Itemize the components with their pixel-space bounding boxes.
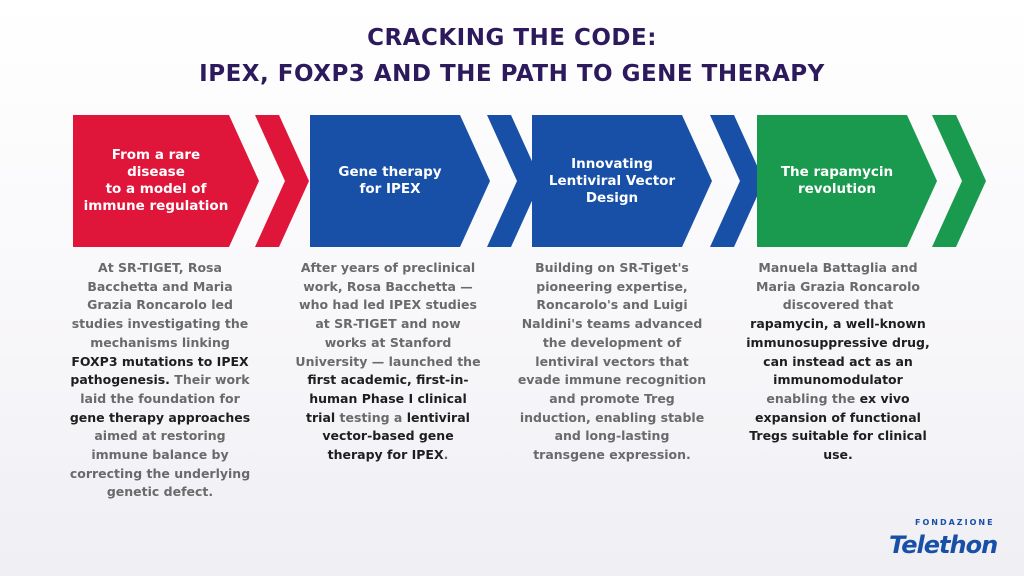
- step-title-line: Design: [585, 189, 639, 206]
- step-title-line: immune regulation: [83, 198, 229, 214]
- logo-fondazione: FONDAZIONE: [915, 518, 995, 527]
- highlighted-text: ex vivo expansion of functional Tregs su…: [749, 390, 927, 463]
- description-text: Their work laid the foundation for: [80, 372, 250, 406]
- chevron-shape: [73, 115, 259, 247]
- step-description: After years of preclinical work, Rosa Ba…: [293, 259, 483, 465]
- small-chevron-1: [255, 115, 309, 247]
- step-description: Building on SR-Tiget's pioneering expert…: [517, 259, 707, 465]
- chevron-shape: [310, 115, 490, 247]
- small-chevron-4: [932, 115, 986, 247]
- small-chevron-3: [710, 115, 764, 247]
- logo-telethon: Telethon: [889, 531, 998, 559]
- step-title-line: The rapamycin: [780, 164, 894, 180]
- step-title-line: Innovating: [571, 155, 653, 172]
- title-line-2: IPEX, FOXP3 AND THE PATH TO GENE THERAPY: [199, 61, 825, 87]
- chevron-3: [532, 115, 712, 247]
- description-text: Building on SR-Tiget's pioneering expert…: [517, 260, 707, 463]
- step-title-line: From a rare disease: [111, 147, 201, 180]
- small-chevron-shape: [487, 115, 541, 247]
- description-text: testing a: [335, 409, 407, 425]
- description-text: At SR-TIGET, Rosa Bacchetta and Maria Gr…: [71, 260, 249, 350]
- description-text: enabling the: [766, 390, 860, 406]
- step-title-line: Lentiviral Vector: [548, 172, 676, 189]
- chevron-shape: [757, 115, 937, 247]
- highlighted-text: lentiviral vector-based gene therapy for…: [322, 409, 470, 463]
- chevron-shape: [532, 115, 712, 247]
- description-text: .: [443, 447, 449, 463]
- step-description: Manuela Battaglia and Maria Grazia Ronca…: [743, 259, 933, 465]
- chevron-1: [73, 115, 259, 247]
- step-title-line: for IPEX: [359, 181, 421, 197]
- description-text: Manuela Battaglia and Maria Grazia Ronca…: [756, 260, 920, 313]
- highlighted-text: first academic, first-in-human Phase I c…: [306, 372, 469, 425]
- highlighted-text: FOXP3 mutations to IPEX pathogenesis.: [70, 353, 249, 388]
- small-chevron-shape: [255, 115, 309, 247]
- highlighted-text: gene therapy approaches: [69, 409, 251, 425]
- small-chevron-2: [487, 115, 541, 247]
- telethon-logo: FONDAZIONE Telethon: [885, 518, 1005, 562]
- description-text: aimed at restoring immune balance by cor…: [69, 428, 251, 500]
- small-chevron-shape: [710, 115, 764, 247]
- step-description: At SR-TIGET, Rosa Bacchetta and Maria Gr…: [65, 259, 255, 502]
- small-chevron-shape: [932, 115, 986, 247]
- step-title-line: to a model of: [105, 181, 207, 197]
- description-text: After years of preclinical work, Rosa Ba…: [295, 260, 481, 369]
- chevron-2: [310, 115, 490, 247]
- step-title-line: Gene therapy: [338, 164, 442, 180]
- title-line-1: CRACKING THE CODE:: [367, 25, 657, 51]
- chevron-4: [757, 115, 937, 247]
- highlighted-text: rapamycin, a well-known immunosuppressiv…: [746, 316, 930, 388]
- step-title-line: revolution: [797, 181, 877, 197]
